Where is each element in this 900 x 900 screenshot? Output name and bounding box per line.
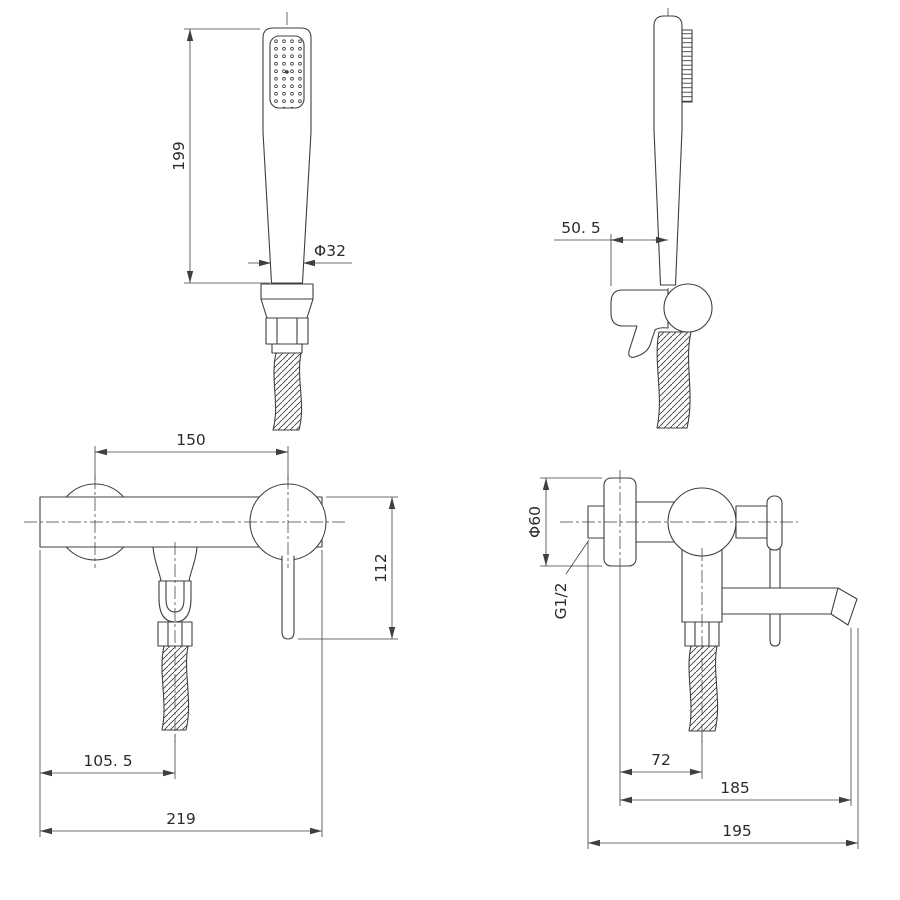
handset-side-body <box>653 15 683 286</box>
dim-outlet-offset: 105. 5 <box>39 550 176 837</box>
dim-inlet-spacing: 150 <box>94 431 289 480</box>
dim-label-phi32: Φ32 <box>314 242 346 260</box>
dim-label-185: 185 <box>720 779 750 797</box>
dim-label-105-5: 105. 5 <box>83 752 132 770</box>
view-handset-front: 199 Φ32 <box>170 12 352 431</box>
dim-label-219: 219 <box>166 810 196 828</box>
lever-base-cap <box>766 495 783 551</box>
dim-label-72: 72 <box>651 751 671 769</box>
dim-label-112: 112 <box>372 553 390 583</box>
flex-hose-side <box>656 331 692 429</box>
dim-label-g12: G1/2 <box>552 583 570 620</box>
spray-face-screw <box>285 70 289 74</box>
spray-face-side <box>681 29 693 103</box>
outlet-hose-side <box>688 645 719 732</box>
dim-overall-depth: 195 <box>587 542 859 849</box>
dim-inlet-thread: G1/2 <box>552 539 590 620</box>
handset-cone <box>260 298 314 319</box>
handset-hex-nut <box>265 317 309 345</box>
holder-nut <box>663 283 713 333</box>
dim-label-150: 150 <box>176 431 206 449</box>
dim-label-199: 199 <box>170 141 188 171</box>
view-mixer-side: Φ60 G1/2 72 185 195 <box>526 470 859 849</box>
dim-spout-reach: 185 <box>620 628 852 806</box>
view-mixer-front: 150 112 105. 5 219 <box>24 431 398 837</box>
dim-holder-offset: 50. 5 <box>554 219 668 286</box>
spout-bend-line <box>830 587 839 615</box>
dim-handset-length: 199 <box>170 28 270 284</box>
wall-holder-bracket <box>610 289 669 358</box>
lever-handle <box>281 555 295 640</box>
dim-label-50-5: 50. 5 <box>561 219 600 237</box>
outlet-hose <box>161 645 190 731</box>
flex-hose <box>272 352 303 431</box>
dim-outlet-setback: 72 <box>619 570 703 806</box>
view-handset-side: 50. 5 <box>554 8 713 429</box>
dim-handset-diameter: Φ32 <box>248 242 352 267</box>
dim-label-phi60: Φ60 <box>526 506 544 538</box>
dim-handle-drop: 112 <box>298 496 398 640</box>
handset-collar <box>260 283 314 300</box>
dim-overall-width: 219 <box>40 550 323 837</box>
dim-label-195: 195 <box>722 822 752 840</box>
hose-collar <box>271 343 303 354</box>
